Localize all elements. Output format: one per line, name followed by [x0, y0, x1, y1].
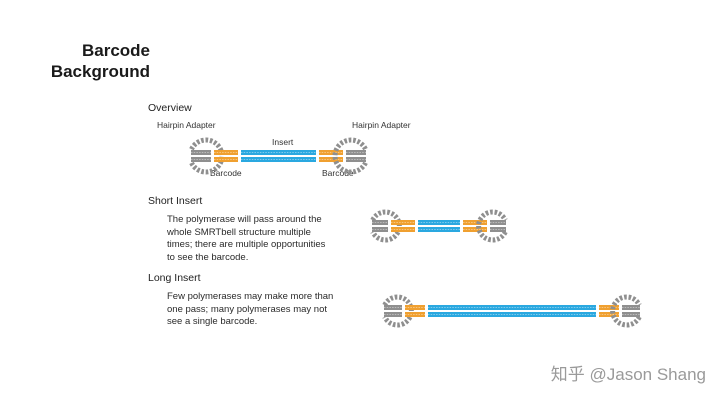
short-insert-description: The polymerase will pass around the whol…: [167, 214, 325, 264]
long-insert-desc-line: see a single barcode.: [167, 316, 258, 327]
hairpin-stem-top-left: [191, 150, 211, 155]
short-insert-desc-line: to see the barcode.: [167, 251, 249, 263]
title-line-1: Barcode: [81, 41, 150, 60]
watermark: 知乎 @Jason Shang: [550, 365, 706, 384]
hairpin-loop-right: [476, 209, 508, 243]
hairpin-loop-left: [382, 294, 414, 328]
long-insert-heading: Long Insert: [148, 272, 201, 284]
insert-bottom-strand: [418, 227, 460, 232]
hairpin-stem-bottom-left: [191, 157, 211, 162]
hairpin-loop-right: [610, 294, 642, 328]
long-insert-desc-line: Few polymerases may make more than: [167, 291, 334, 302]
barcode-top-right: [599, 305, 619, 310]
short-insert-desc-line: The polymerase will pass around the: [167, 214, 322, 225]
insert-top-strand: [241, 150, 316, 155]
hairpin-loop-left: [370, 209, 402, 243]
hairpin-adapter-right-label: Hairpin Adapter: [352, 120, 411, 130]
hairpin-loop-left: [189, 137, 225, 175]
insert-bottom-strand: [241, 157, 316, 162]
hairpin-stem-bottom-right: [490, 227, 506, 232]
hairpin-stem-bottom-left: [372, 227, 388, 232]
barcode-bottom-right: [599, 312, 619, 317]
long-insert-desc-line: one pass; many polymerases may not: [167, 303, 327, 315]
long-insert-smrtbell-diagram: [382, 294, 642, 328]
hairpin-stem-top-right: [346, 150, 366, 155]
overview-smrtbell-diagram: [189, 137, 368, 175]
barcode-left-label: Barcode: [210, 168, 242, 178]
page-title: Barcode Background: [40, 40, 150, 82]
hairpin-stem-bottom-right: [346, 157, 366, 162]
short-insert-heading: Short Insert: [148, 195, 203, 207]
short-insert-desc-line: times; there are multiple opportunities: [167, 239, 326, 250]
insert-label: Insert: [272, 137, 294, 147]
barcode-bottom-left: [405, 312, 425, 317]
hairpin-stem-top-left: [372, 220, 388, 225]
hairpin-loop-right: [332, 137, 368, 175]
barcode-right-label: Barcode: [322, 168, 354, 178]
insert-top-strand: [418, 220, 460, 225]
short-insert-desc-line: whole SMRTbell structure multiple: [167, 226, 311, 238]
overview-heading: Overview: [148, 102, 192, 114]
hairpin-adapter-left-label: Hairpin Adapter: [157, 120, 216, 130]
hairpin-stem-top-right: [490, 220, 506, 225]
barcode-top-left: [405, 305, 425, 310]
long-insert-description: Few polymerases may make more than one p…: [167, 291, 333, 329]
title-line-2: Background: [50, 62, 150, 81]
short-insert-smrtbell-diagram: [370, 209, 508, 243]
